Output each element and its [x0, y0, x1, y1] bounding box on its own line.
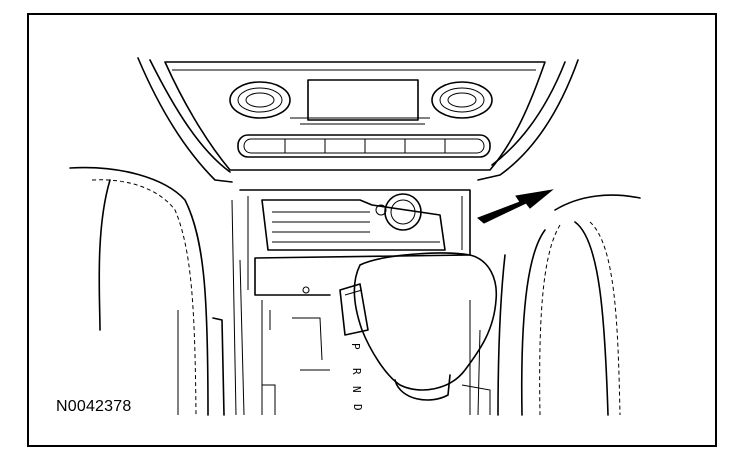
gear-letter: P: [349, 343, 362, 350]
figure-frame: [27, 13, 717, 447]
left-volume-knob-icon: [229, 81, 291, 119]
preset-button-strip: [237, 134, 491, 158]
right-seat-outline: [497, 194, 641, 416]
left-seat-outline: [69, 166, 225, 416]
gear-letter: N: [350, 386, 363, 393]
storage-pocket: [239, 189, 471, 296]
gear-indicator: P R N D: [349, 343, 364, 411]
center-console: [231, 199, 491, 416]
gear-shift-knob: [339, 252, 498, 401]
radio-bezel: [164, 61, 546, 171]
gear-letter: R: [350, 368, 363, 375]
dashboard-outline: [137, 57, 579, 183]
gear-letter: D: [351, 404, 364, 411]
radio-display: [290, 79, 430, 125]
figure-id-label: N0042378: [56, 398, 132, 415]
right-tune-knob-icon: [431, 81, 493, 119]
location-arrow-icon: [477, 189, 554, 224]
power-point-socket-icon: [375, 193, 422, 231]
